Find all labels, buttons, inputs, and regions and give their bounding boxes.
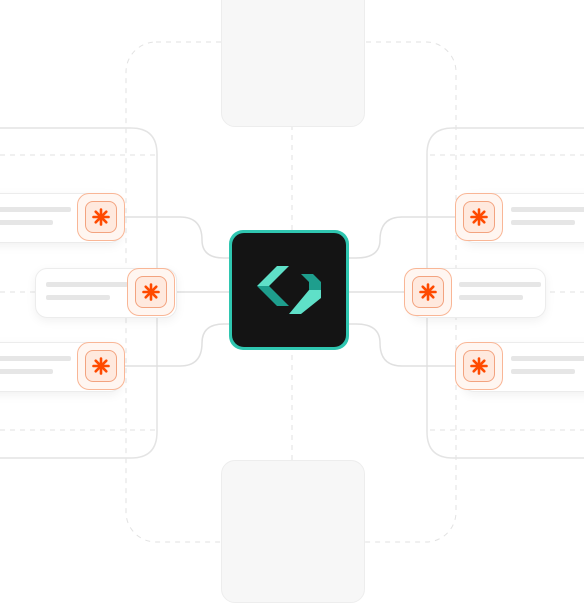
bottom-placeholder-panel <box>221 460 365 603</box>
right-node-badge[interactable] <box>404 268 452 316</box>
asterisk-icon <box>92 357 110 375</box>
connector-line <box>349 216 455 259</box>
central-hub-node[interactable] <box>229 230 349 350</box>
connector-line <box>349 323 455 367</box>
asterisk-icon <box>419 283 437 301</box>
asterisk-icon <box>142 283 160 301</box>
left-node-badge[interactable] <box>127 268 175 316</box>
left-node-badge[interactable] <box>77 193 125 241</box>
right-node-badge[interactable] <box>455 193 503 241</box>
asterisk-icon <box>470 208 488 226</box>
right-node-badge[interactable] <box>455 342 503 390</box>
code-brackets-icon <box>257 266 321 314</box>
asterisk-icon <box>92 208 110 226</box>
connector-line <box>125 216 229 259</box>
asterisk-icon <box>470 357 488 375</box>
left-node-badge[interactable] <box>77 342 125 390</box>
connector-line <box>125 323 229 367</box>
top-placeholder-panel <box>221 0 365 127</box>
